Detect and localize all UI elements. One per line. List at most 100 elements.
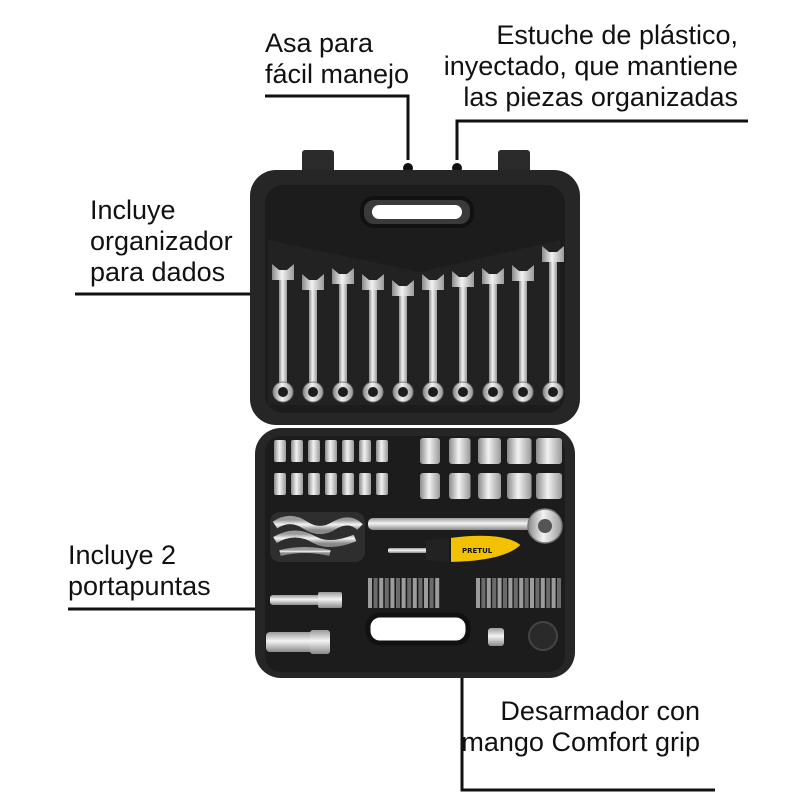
bit — [530, 578, 534, 608]
wrench — [482, 268, 504, 403]
small-socket — [291, 440, 303, 462]
wrench — [332, 268, 354, 403]
callout-case-line-3: las piezas organizadas — [463, 82, 738, 112]
ratchet — [368, 508, 563, 544]
bit — [540, 578, 545, 608]
bit — [429, 578, 434, 608]
small-socket — [308, 440, 320, 462]
callout-handle-line-2: fácil manejo — [265, 59, 410, 89]
bit-set-right — [476, 578, 561, 608]
screwdriver-handle — [449, 533, 524, 565]
case-handle-grip — [372, 205, 462, 219]
large-socket — [478, 438, 501, 464]
callout-organizer-line-2: organizador — [90, 226, 233, 256]
callout-case-line-1: Estuche de plástico, — [496, 20, 738, 50]
bit — [492, 578, 497, 608]
callout-screwdriver-line-1: Desarmador con — [500, 696, 700, 726]
small-socket — [359, 473, 371, 495]
bit-holder-pile — [270, 512, 365, 562]
bit — [418, 578, 423, 608]
small-socket — [342, 473, 354, 495]
bit-adapter — [488, 628, 504, 646]
bit — [503, 578, 507, 608]
bit — [481, 578, 486, 608]
callout-case: Estuche de plástico, inyectado, que mant… — [444, 20, 738, 113]
large-socket-set — [420, 438, 562, 499]
wrench — [422, 274, 444, 403]
small-socket — [274, 440, 286, 462]
large-socket — [449, 473, 471, 499]
small-socket — [342, 440, 354, 462]
bit — [486, 578, 491, 608]
bit — [373, 578, 378, 608]
bit — [396, 578, 400, 608]
large-socket — [449, 438, 471, 464]
bit-set-left — [368, 578, 440, 608]
large-socket — [507, 473, 532, 499]
bit — [557, 578, 561, 608]
bit — [513, 578, 518, 608]
callout-bit-holders-line-1: Incluye 2 — [68, 540, 177, 570]
extension-bar — [270, 592, 342, 608]
wrench — [512, 265, 534, 403]
wrench-set — [272, 246, 564, 403]
bit — [519, 578, 524, 608]
large-socket — [536, 438, 562, 464]
bit — [508, 578, 513, 608]
bit — [551, 578, 556, 608]
leader-line-case — [455, 119, 748, 160]
bit — [435, 578, 440, 608]
bit — [424, 578, 428, 608]
leader-line-handle — [265, 94, 410, 160]
small-socket — [274, 473, 286, 495]
case-latch-right — [498, 150, 530, 176]
screwdriver: PRETUL — [388, 533, 524, 565]
bit — [401, 578, 406, 608]
callout-bit-holders: Incluye 2 portapuntas — [68, 540, 211, 602]
bit — [546, 578, 551, 608]
large-socket — [536, 473, 562, 499]
callout-screwdriver: Desarmador con mango Comfort grip — [461, 696, 700, 758]
bit — [412, 578, 417, 608]
screwdriver-brand: PRETUL — [462, 547, 493, 555]
small-socket — [325, 440, 337, 462]
small-socket-set — [274, 440, 388, 495]
bit — [476, 578, 480, 608]
large-socket — [478, 473, 501, 499]
wrench — [272, 264, 294, 403]
large-socket — [507, 438, 532, 464]
small-socket — [376, 440, 388, 462]
bit — [368, 578, 372, 608]
wrench — [542, 246, 564, 403]
bit — [497, 578, 502, 608]
small-socket — [291, 473, 303, 495]
bit — [379, 578, 384, 608]
bit — [390, 578, 395, 608]
small-socket — [359, 440, 371, 462]
storage-cap — [528, 621, 558, 651]
bit — [384, 578, 389, 608]
case-latch-left — [302, 150, 334, 176]
large-socket — [420, 473, 440, 499]
small-socket — [308, 473, 320, 495]
small-socket — [325, 473, 337, 495]
wrench — [302, 274, 324, 403]
callout-organizer-line-3: para dados — [90, 257, 226, 287]
callout-case-line-2: inyectado, que mantiene — [443, 51, 738, 81]
callout-organizer-line-1: Incluye — [90, 195, 176, 225]
callout-handle: Asa para fácil manejo — [265, 28, 409, 90]
bit — [535, 578, 540, 608]
callout-organizer: Incluye organizador para dados — [90, 195, 233, 288]
bit — [407, 578, 412, 608]
spark-plug-socket — [266, 630, 330, 654]
wrench — [392, 280, 414, 403]
base-handle-slot — [365, 612, 471, 646]
large-socket — [420, 438, 440, 464]
wrench — [362, 274, 384, 403]
small-socket — [376, 473, 388, 495]
callout-screwdriver-line-2: mango Comfort grip — [461, 727, 700, 757]
bit — [524, 578, 529, 608]
callout-handle-line-1: Asa para — [265, 28, 374, 58]
wrench — [452, 271, 474, 403]
